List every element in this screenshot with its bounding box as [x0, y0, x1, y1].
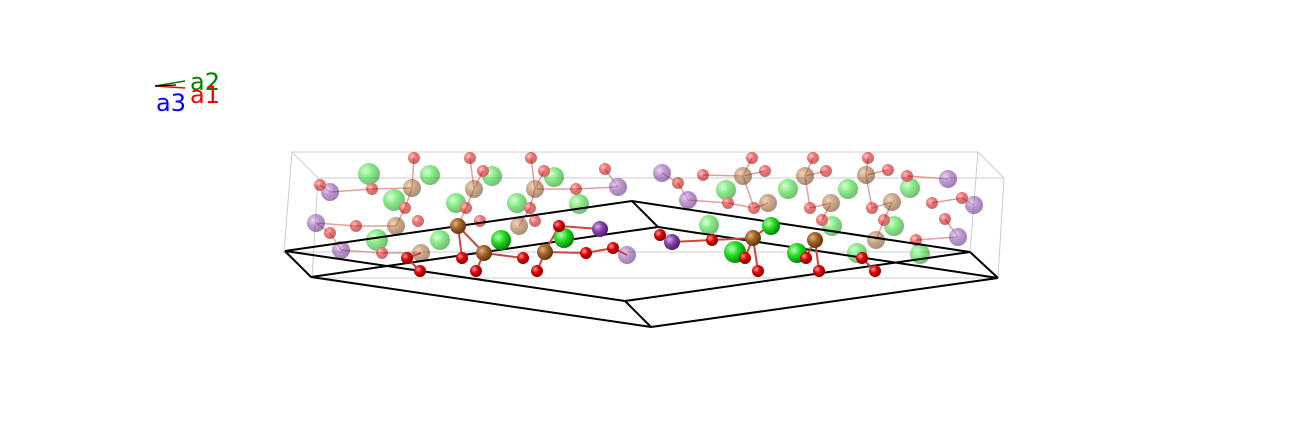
- a3-axis-label: a3: [156, 89, 186, 117]
- a3-axis-line: [154, 84, 177, 87]
- atoms: [401, 217, 881, 277]
- axis-indicator: a2 a1 a3: [154, 68, 220, 117]
- ghost-supercell-box: [282, 151, 1006, 279]
- a1-axis-label: a1: [190, 81, 220, 109]
- a2-axis-label: a2: [190, 68, 220, 96]
- faded-atoms: [307, 152, 983, 264]
